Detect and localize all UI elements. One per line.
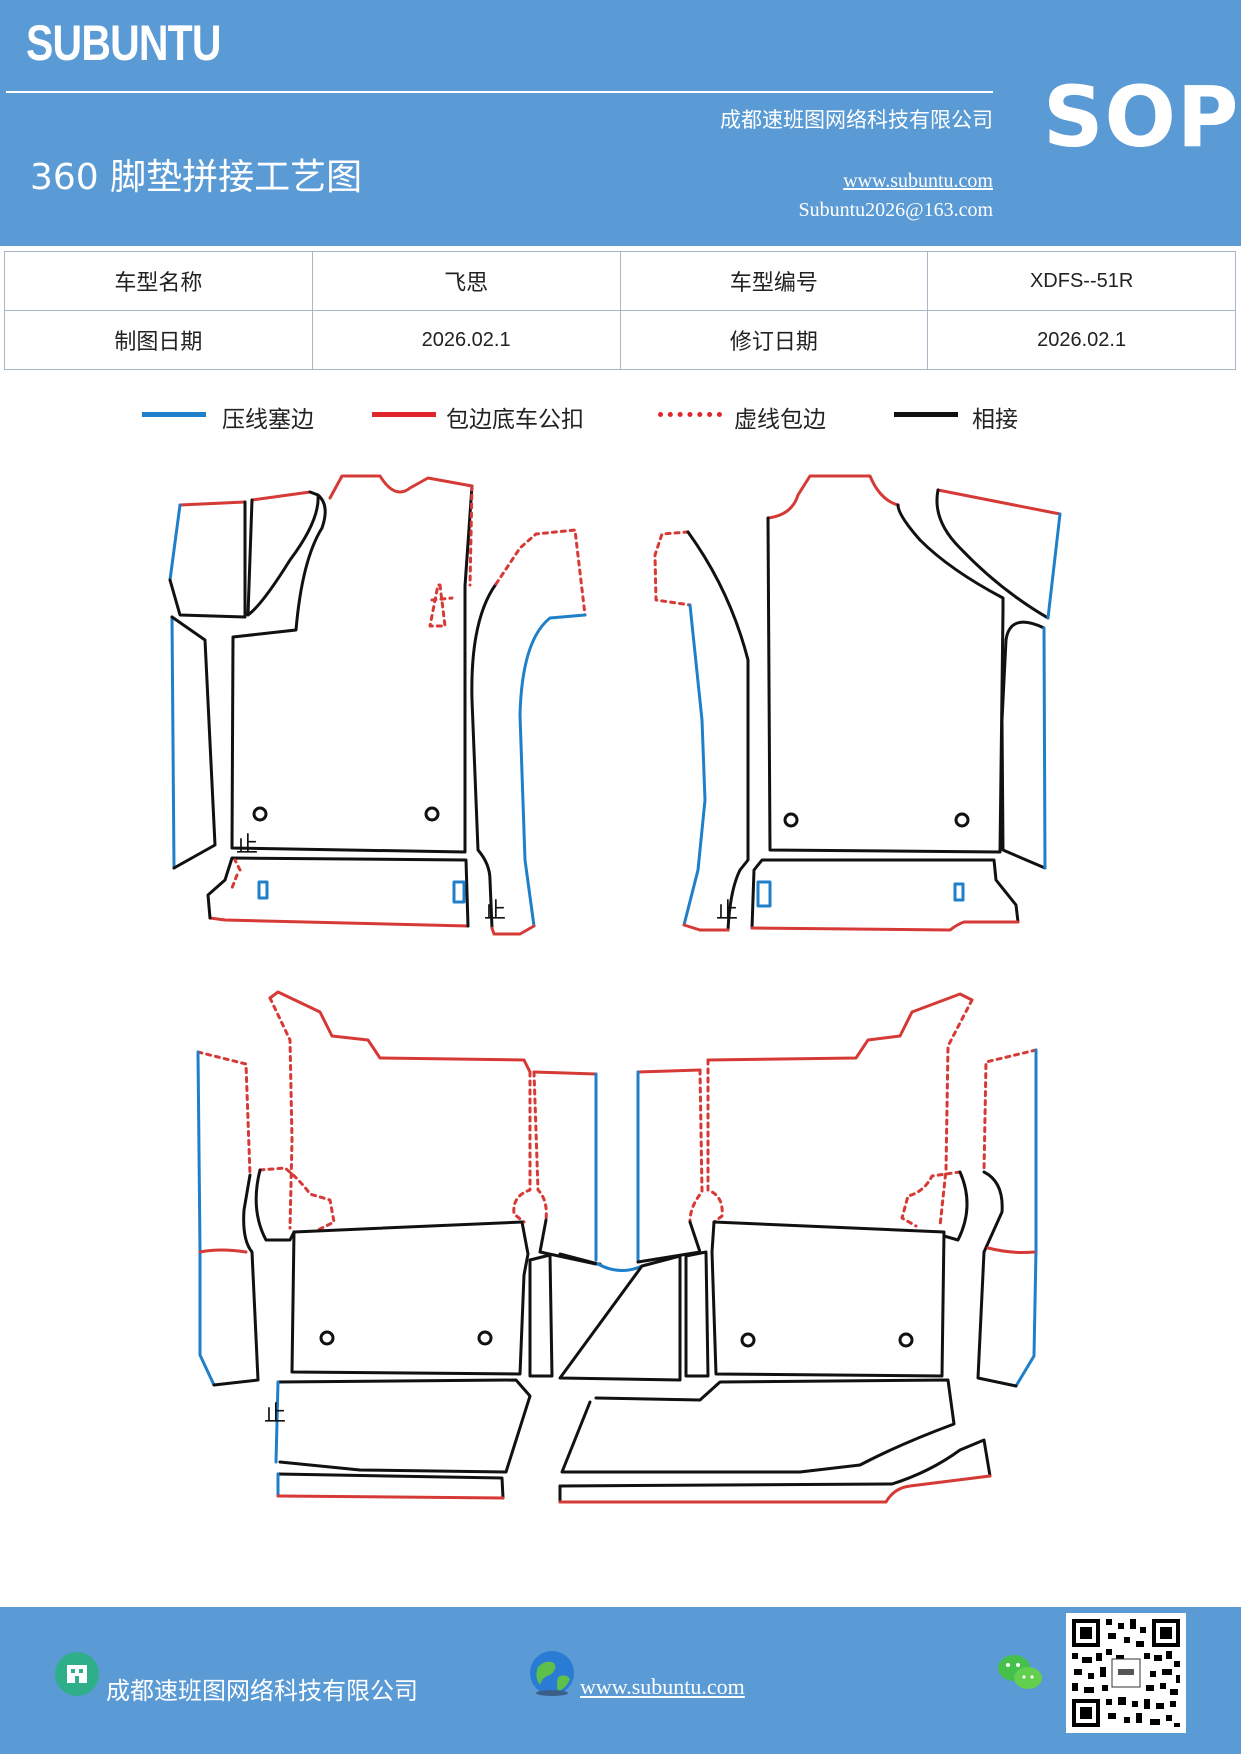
stop-mark: 止 (484, 899, 506, 924)
header-banner: SUBUNTU 成都速班图网络科技有限公司 360 脚垫拼接工艺图 www.su… (0, 0, 1241, 246)
footer-banner: 成都速班图网络科技有限公司 www.subuntu.com (0, 1607, 1241, 1754)
legend-swatch (894, 412, 958, 417)
stop-mark: 止 (236, 833, 258, 858)
legend-label: 包边底车公扣 (446, 407, 584, 433)
legend-label: 压线塞边 (222, 407, 314, 433)
tunnel-mat (558, 1250, 710, 1382)
footer-company-name: 成都速班图网络科技有限公司 (106, 1677, 418, 1705)
legend-swatch (658, 412, 722, 417)
globe-icon (530, 1651, 574, 1696)
brand-logo: SUBUNTU (26, 15, 222, 71)
label-model-name: 车型名称 (4, 251, 313, 311)
label-model-code: 车型编号 (619, 251, 929, 311)
label-draw-date: 制图日期 (4, 310, 313, 370)
stop-mark: 止 (264, 1402, 286, 1427)
qr-code (1066, 1613, 1186, 1733)
company-name: 成都速班图网络科技有限公司 (720, 108, 993, 132)
qr-code-image (1072, 1619, 1180, 1727)
rear-left-mat: 止 (196, 990, 598, 1500)
sop-badge: SOP (1043, 68, 1240, 166)
legend-label: 相接 (972, 407, 1018, 433)
header-divider (6, 91, 993, 93)
stop-mark: 止 (716, 899, 738, 924)
floor-mat-diagram: .b { stroke: #1f7fc8; } .r { stroke: #d6… (168, 474, 1062, 1504)
website-link[interactable]: www.subuntu.com (843, 170, 993, 192)
legend-label: 虚线包边 (734, 407, 826, 433)
building-icon (55, 1652, 99, 1696)
value-model-code: XDFS--51R (927, 251, 1236, 311)
vehicle-info-table: 车型名称 飞思 车型编号 XDFS--51R 制图日期 2026.02.1 修订… (4, 251, 1236, 370)
value-model-name: 飞思 (311, 251, 621, 311)
footer-website-link[interactable]: www.subuntu.com (580, 1674, 745, 1699)
legend-swatch (142, 412, 206, 417)
value-revision-date: 2026.02.1 (927, 310, 1236, 370)
label-revision-date: 修订日期 (619, 310, 929, 370)
table-row: 制图日期 2026.02.1 修订日期 2026.02.1 (4, 310, 1236, 370)
wechat-icon (998, 1655, 1042, 1689)
front-right-mat: 止 (653, 474, 1062, 932)
value-draw-date: 2026.02.1 (311, 310, 621, 370)
document-title: 360 脚垫拼接工艺图 (30, 157, 363, 198)
legend: 压线塞边 包边底车公扣 虚线包边 相接 (0, 400, 1241, 440)
legend-swatch (372, 412, 436, 417)
table-row: 车型名称 飞思 车型编号 XDFS--51R (4, 251, 1236, 311)
email-address: Subuntu2026@163.com (798, 199, 993, 221)
front-left-mat: 止 止 (168, 474, 587, 936)
rear-right-mat (558, 992, 1038, 1504)
